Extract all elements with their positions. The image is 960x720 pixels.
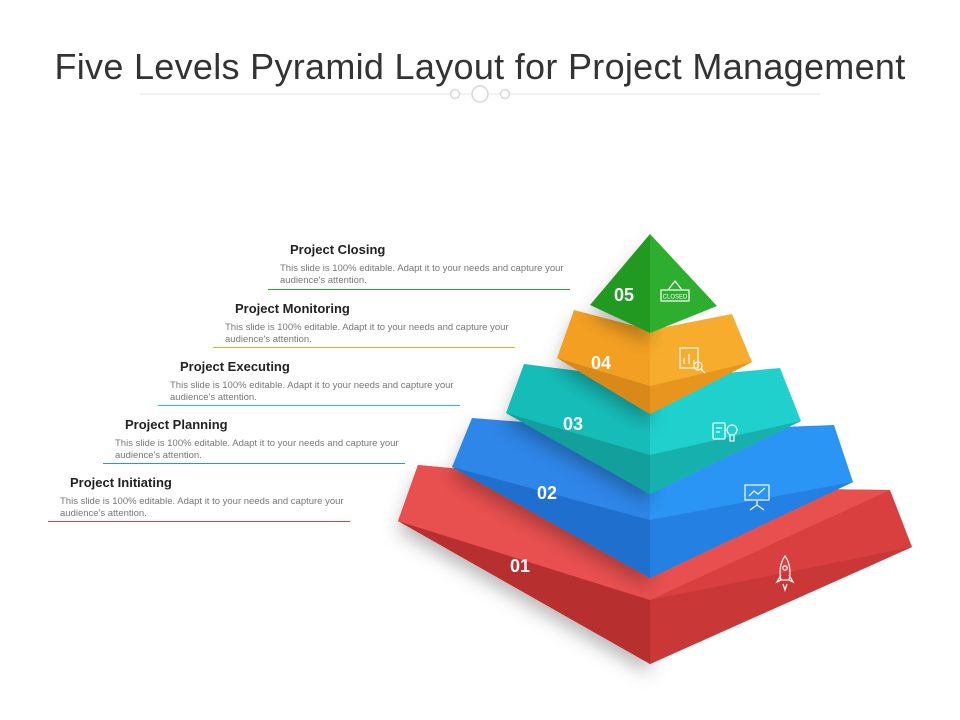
rocket-icon <box>775 554 795 593</box>
label-heading: Project Executing <box>180 359 290 374</box>
label-project-monitoring: Project Monitoring This slide is 100% ed… <box>213 301 525 348</box>
label-heading: Project Closing <box>290 242 386 257</box>
label-description: This slide is 100% editable. Adapt it to… <box>170 380 454 403</box>
pyramid-level-04: 04 <box>557 310 752 414</box>
level-02-lower-left <box>452 467 650 578</box>
label-description: This slide is 100% editable. Adapt it to… <box>60 496 344 519</box>
level-number: 04 <box>591 353 611 373</box>
level-number: 03 <box>563 414 583 434</box>
level-05-right-face <box>650 234 717 333</box>
label-project-closing: Project Closing This slide is 100% edita… <box>268 242 580 290</box>
level-04-lower-right <box>650 362 752 414</box>
level-02-lower-right <box>650 482 853 578</box>
level-number: 02 <box>537 483 557 503</box>
level-03-lower-left <box>506 413 650 494</box>
level-number: 01 <box>510 556 530 576</box>
level-number: 05 <box>614 285 634 305</box>
label-underline <box>103 463 405 464</box>
label-description: This slide is 100% editable. Adapt it to… <box>280 263 564 286</box>
label-underline <box>213 347 515 348</box>
pyramid-level-03: 03 <box>506 364 801 494</box>
closed-sign-icon: CLOSED <box>660 280 690 302</box>
presentation-board-icon <box>744 484 770 511</box>
level-05-left-face <box>590 234 650 333</box>
level-01-front-face-right <box>650 547 912 664</box>
label-heading: Project Monitoring <box>235 301 350 316</box>
label-project-initiating: Project Initiating This slide is 100% ed… <box>48 475 360 522</box>
label-project-executing: Project Executing This slide is 100% edi… <box>158 359 470 406</box>
label-heading: Project Planning <box>125 417 228 432</box>
pyramid-level-05: 05 CLOSED <box>590 234 717 333</box>
label-project-planning: Project Planning This slide is 100% edit… <box>103 417 415 464</box>
label-underline <box>48 521 350 522</box>
closed-sign-text: CLOSED <box>663 295 688 301</box>
page-title: Five Levels Pyramid Layout for Project M… <box>54 46 906 87</box>
idea-gears-icon <box>712 422 738 442</box>
label-description: This slide is 100% editable. Adapt it to… <box>225 322 509 345</box>
label-underline <box>268 289 570 290</box>
level-03-lower-right <box>650 421 801 494</box>
title-divider <box>140 85 820 103</box>
label-heading: Project Initiating <box>70 475 172 490</box>
label-description: This slide is 100% editable. Adapt it to… <box>115 438 399 461</box>
label-underline <box>158 405 460 406</box>
level-01-front-face <box>398 521 650 664</box>
monitoring-chart-icon <box>679 347 706 374</box>
level-04-lower-left <box>557 358 650 414</box>
